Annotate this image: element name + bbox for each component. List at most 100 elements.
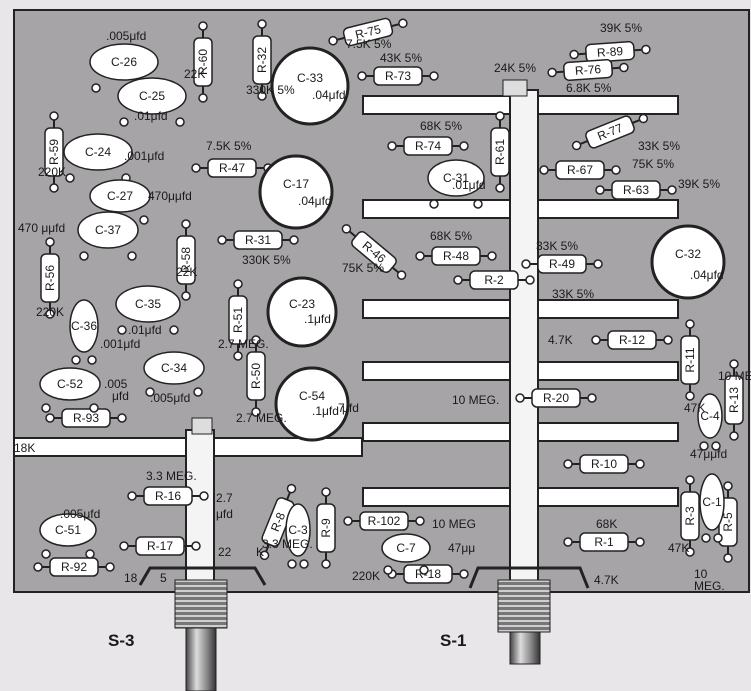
capacitor: C-24 — [63, 133, 133, 183]
resistor: R-31 — [217, 230, 299, 250]
resistor: R-3 — [680, 475, 700, 557]
switch-label-s3: S-3 — [108, 631, 134, 650]
value-label: 4.7K — [548, 333, 573, 347]
value-label: .001μfd — [124, 149, 164, 163]
value-label: 68K 5% — [430, 229, 472, 243]
value-label: 10 — [694, 567, 708, 581]
value-label: 470μμfd — [148, 189, 192, 203]
resistor: R-77 — [571, 113, 649, 151]
resistor-label: R-74 — [415, 139, 441, 153]
value-label-group: .04μfd.04μfd.1μfd.1μfd.01μfd.04μfd.005μf… — [14, 21, 751, 593]
capacitor: C-52 — [39, 367, 101, 413]
resistor-label: R-13 — [727, 387, 741, 413]
value-label: 33K 5% — [638, 139, 680, 153]
resistor: R-11 — [680, 319, 700, 401]
resistor-label: R-3 — [683, 506, 697, 526]
resistor-label: R-8 — [268, 510, 288, 533]
capacitor: C-36 — [69, 299, 99, 365]
capacitor: C-4 — [697, 393, 723, 451]
resistor: R-16 — [127, 486, 209, 506]
value-label: 75K 5% — [632, 157, 674, 171]
value-label: 330K 5% — [242, 253, 291, 267]
capacitor-value: .04μfd — [312, 88, 346, 102]
resistor-label: R-58 — [179, 247, 193, 273]
value-label: 10 MEG — [432, 517, 476, 531]
capacitor-label: C-23 — [289, 297, 315, 311]
value-label: 22K — [184, 67, 205, 81]
resistor-label: R-50 — [249, 363, 263, 389]
resistor-label: R-67 — [567, 163, 593, 177]
resistor-label: R-10 — [591, 457, 617, 471]
resistor: R-1 — [563, 532, 645, 552]
resistor-label: R-48 — [443, 249, 469, 263]
capacitor-label: C-4 — [700, 409, 720, 423]
value-label: 33K 5% — [552, 287, 594, 301]
resistor-label: R-17 — [147, 539, 173, 553]
capacitor-label: C-17 — [283, 177, 309, 191]
value-label: 7 — [338, 401, 345, 415]
resistor: R-76 — [547, 58, 629, 82]
value-label: 39K 5% — [600, 21, 642, 35]
s3-shaft — [185, 429, 215, 591]
capacitor-label: C-7 — [396, 541, 416, 555]
resistor-label: R-93 — [73, 411, 99, 425]
value-label: 47μμfd — [690, 447, 727, 461]
value-label: .005 — [104, 377, 128, 391]
value-label: 75K 5% — [342, 261, 384, 275]
resistor-label: R-11 — [683, 347, 697, 372]
value-label: .01μfd — [134, 109, 168, 123]
capacitor: C-33 — [270, 46, 350, 126]
resistor: R-61 — [490, 111, 510, 193]
resistor: R-48 — [415, 246, 497, 266]
value-label: 68K 5% — [420, 119, 462, 133]
resistor-label: R-1 — [594, 535, 614, 549]
value-label: 2.7 MEG. — [218, 337, 269, 351]
resistor-label: R-5 — [721, 512, 735, 532]
value-label: 220K — [38, 165, 66, 179]
value-label: MEG. — [694, 579, 725, 593]
capacitor-label: C-25 — [139, 89, 165, 103]
resistor-label: R-61 — [493, 139, 507, 165]
resistor-label: R-102 — [368, 514, 401, 528]
capacitor: C-27 — [89, 179, 151, 225]
capacitor-value: .04μfd — [298, 194, 332, 208]
capacitor-label: C-52 — [57, 377, 83, 391]
capacitor-value: .1μfd — [312, 404, 339, 418]
resistor-label: R-59 — [47, 139, 61, 165]
value-label: 47K — [668, 541, 689, 555]
resistor: R-74 — [387, 136, 469, 156]
value-label: 2.7 — [216, 491, 233, 505]
value-label: 5 — [160, 571, 167, 585]
resistor-label: R-16 — [155, 489, 181, 503]
resistor-label: R-31 — [245, 233, 271, 247]
capacitor: C-3 — [285, 503, 311, 569]
value-label: 7.5K 5% — [206, 139, 252, 153]
value-label: 24K 5% — [494, 61, 536, 75]
capacitor-label: C-32 — [675, 247, 701, 261]
value-label: 18K — [14, 441, 35, 455]
capacitor-label: C-3 — [288, 523, 308, 537]
resistor: R-58 — [176, 219, 196, 301]
value-label: 3.3 MEG. — [146, 469, 197, 483]
value-label: 10 MEG. — [452, 393, 499, 407]
resistor: R-20 — [515, 388, 597, 408]
resistor-label: R-12 — [619, 333, 645, 347]
capacitor: C-17 — [258, 154, 334, 230]
value-label: 4.7K — [594, 573, 619, 587]
value-label: 39K 5% — [678, 177, 720, 191]
capacitor: C-51 — [39, 513, 97, 559]
resistor-label: R-32 — [255, 47, 269, 73]
value-label: K — [256, 545, 264, 559]
resistor: R-59 — [44, 111, 64, 193]
resistor: R-75 — [328, 17, 408, 47]
capacitor: C-1 — [699, 473, 725, 543]
value-label: .001μfd — [100, 337, 140, 351]
value-label: 18 — [124, 571, 138, 585]
s1-nut — [502, 79, 528, 97]
capacitor-value: .1μfd — [304, 312, 331, 326]
value-label: .005μfd — [150, 391, 190, 405]
capacitor-label: C-27 — [107, 189, 133, 203]
value-label: .005μfd — [106, 29, 146, 43]
